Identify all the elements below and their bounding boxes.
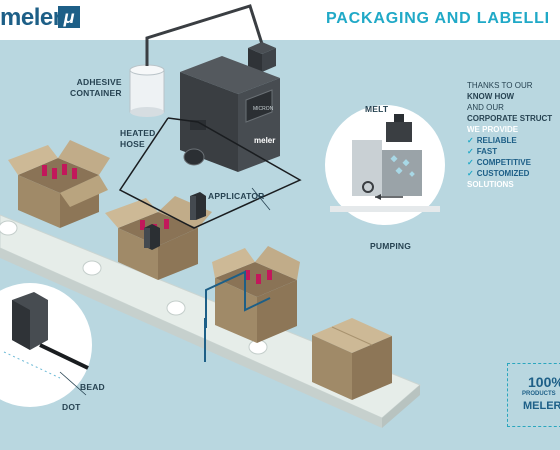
machine-model-label: MICRON [253,106,274,112]
adhesive-container [129,64,165,117]
sensor-bracket [205,270,271,328]
stamp-percent: 100% [528,374,560,390]
box-open-1 [8,140,110,228]
info-line-5: WE PROVIDE [467,125,519,134]
info-line-1: THANKS TO OUR [467,81,533,90]
applicator-label: APPLICATOR [208,191,265,201]
applicator-heads [144,192,206,250]
supply-pipe [145,4,264,66]
box-open-3 [212,246,300,343]
stamp-subtitle: PRODUCTS [522,391,556,397]
bead-label: BEAD [80,382,105,392]
melt-label: MELT [365,104,389,114]
info-line-3: AND OUR [467,103,504,112]
checkmark-icon: ✓ [467,136,474,145]
machine-brand-label: meler [254,136,275,145]
info-item-label: FAST [476,147,498,156]
adhesive-label-line1: ADHESIVE [76,77,122,87]
info-item-fast: ✓FAST [467,146,560,157]
checkmark-icon: ✓ [467,169,474,178]
brand-logo-text: meler [0,4,62,31]
melt-pumping-detail [325,105,445,225]
info-panel: THANKS TO OUR KNOW HOW AND OUR CORPORATE… [467,80,560,190]
dot-label: DOT [62,402,81,412]
adhesive-label-line2: CONTAINER [70,88,122,98]
info-item-label: RELIABLE [476,136,517,145]
box-closed [312,318,392,400]
checkmark-icon: ✓ [467,147,474,156]
info-line-4: CORPORATE STRUCT [467,114,553,123]
stamp-brand: MELER [523,400,560,412]
info-line-last: SOLUTIONS [467,180,514,189]
info-item-label: CUSTOMIZED [476,169,530,178]
melter-machine [180,56,280,172]
quality-stamp: 100% PRODUCTS MELER [507,363,560,427]
info-item-customized: ✓CUSTOMIZED [467,168,560,179]
pumping-label: PUMPING [370,241,412,251]
hose-label-line1: HEATED [120,128,156,138]
heated-hose-label: HEATED HOSE [120,128,156,150]
info-line-2: KNOW HOW [467,92,515,101]
hose-label-line2: HOSE [120,139,145,149]
info-item-label: COMPETITIVE [476,158,531,167]
bead-dot-detail [0,283,92,407]
info-item-reliable: ✓RELIABLE [467,135,560,146]
info-item-competitive: ✓COMPETITIVE [467,157,560,168]
pump-unit [248,42,276,72]
header-bar: meler μ PACKAGING AND LABELLI [0,0,560,40]
adhesive-container-label: ADHESIVE CONTAINER [70,77,122,99]
heated-hose [118,117,302,229]
checkmark-icon: ✓ [467,158,474,167]
brand-logo-icon: μ [58,6,80,28]
page-title: PACKAGING AND LABELLI [326,10,550,27]
